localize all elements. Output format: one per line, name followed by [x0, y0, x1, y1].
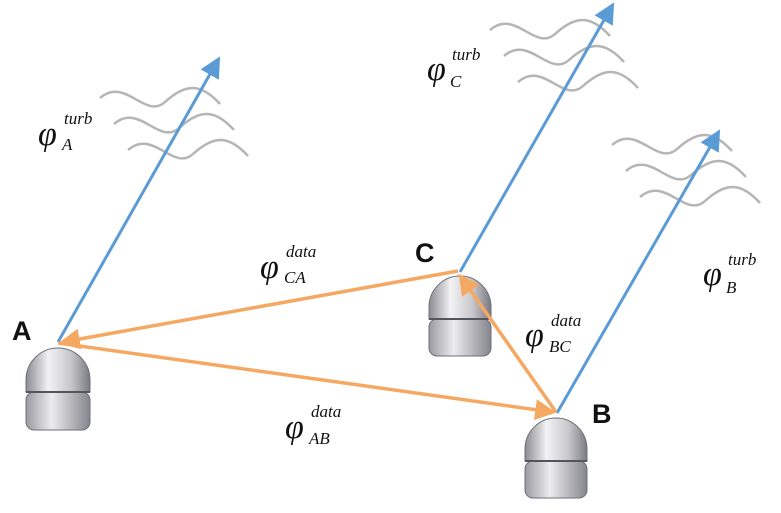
phase-symbol: φ: [703, 256, 722, 293]
telescope-label-b: B: [592, 399, 612, 429]
phase-symbol: φ: [38, 116, 57, 153]
phase-label-data-ca: φ data CA: [260, 242, 316, 287]
turbulence-ray-c: [460, 6, 612, 272]
telescope-dome-icon: [525, 418, 587, 498]
phase-label-data-ab: φ data AB: [285, 402, 341, 448]
phase-subscript: CA: [284, 268, 306, 287]
phase-superscript: turb: [728, 250, 756, 269]
phase-superscript: data: [311, 402, 341, 421]
telescope-group: [26, 276, 587, 498]
phase-symbol: φ: [260, 249, 279, 286]
turbulence-wave-icon: [128, 140, 248, 158]
phase-superscript: turb: [64, 109, 92, 128]
telescope-label-a: A: [12, 316, 32, 346]
turbulence-wave-icon: [114, 114, 234, 132]
phase-subscript: C: [450, 72, 462, 91]
phase-label-turb-b: φ turb B: [703, 250, 756, 297]
phase-superscript: turb: [452, 45, 480, 64]
turbulence-wave-icon: [518, 72, 638, 90]
phase-subscript: B: [726, 278, 737, 297]
phase-label-data-bc: φ data BC: [525, 311, 581, 356]
phase-subscript: A: [61, 135, 73, 154]
turbulence-ray-b: [557, 133, 718, 413]
phase-symbol: φ: [525, 317, 544, 354]
phase-symbol: φ: [427, 51, 446, 88]
turbulence-wave-icon: [626, 161, 746, 179]
phase-superscript: data: [551, 311, 581, 330]
telescope-dome-icon: [26, 348, 90, 430]
turbulence-ray-a: [58, 60, 218, 342]
phase-superscript: data: [286, 242, 316, 261]
turbulence-wave-icon: [504, 46, 624, 64]
phase-symbol: φ: [285, 409, 304, 446]
turbulence-wave-icon: [490, 20, 610, 38]
turbulence-wave-icon: [640, 187, 760, 205]
telescope-dome-icon: [429, 276, 491, 356]
phase-subscript: AB: [308, 429, 330, 448]
turbulence-group: [100, 20, 760, 205]
telescope-label-c: C: [415, 238, 435, 268]
phase-subscript: BC: [549, 337, 571, 356]
phase-label-turb-c: φ turb C: [427, 45, 480, 91]
phase-label-turb-a: φ turb A: [38, 109, 92, 154]
